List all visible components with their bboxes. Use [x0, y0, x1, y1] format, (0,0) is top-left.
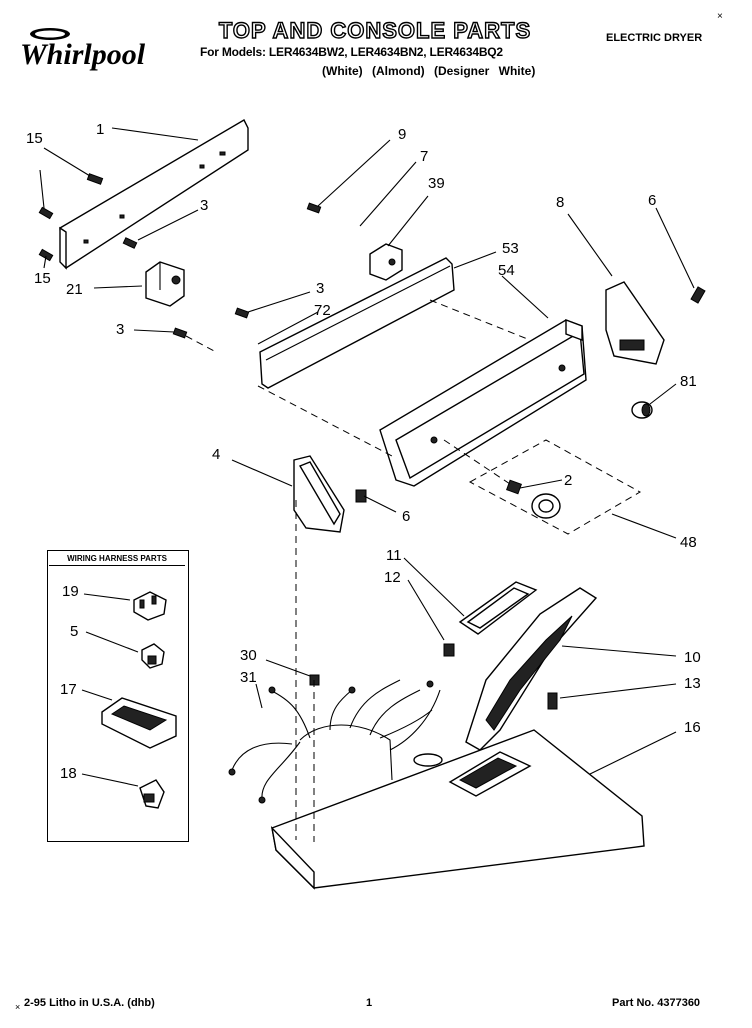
- harness-parts-title: WIRING HARNESS PARTS: [49, 552, 185, 566]
- callout-5: 5: [70, 623, 78, 640]
- page-title: TOP AND CONSOLE PARTS: [218, 17, 532, 43]
- litho-line: 2-95 Litho in U.S.A. (dhb): [24, 997, 155, 1009]
- product-type: ELECTRIC DRYER: [606, 32, 703, 44]
- top-cover-part: [465, 587, 598, 751]
- callout-54: 54: [498, 262, 515, 279]
- corner-mark: ×: [717, 11, 723, 22]
- harness-parts-box: [47, 550, 189, 842]
- callout-39: 39: [428, 175, 445, 192]
- screw-icons: [38, 173, 706, 710]
- whirlpool-logo: Whirlpool: [20, 28, 146, 71]
- console-part: [379, 318, 587, 487]
- cover-plate-part: [458, 581, 538, 635]
- callout-6-mid: 6: [402, 508, 410, 525]
- page-number: 1: [366, 997, 373, 1009]
- callout-17: 17: [60, 681, 77, 698]
- part-number: Part No. 4377360: [612, 997, 701, 1009]
- callout-16: 16: [684, 719, 701, 736]
- callout-15-top: 15: [26, 130, 43, 147]
- end-cap-part: [605, 281, 665, 365]
- callout-10: 10: [684, 649, 701, 666]
- timer-part: [145, 261, 185, 307]
- left-end-cap-part: [293, 455, 345, 533]
- callout-9: 9: [398, 126, 406, 143]
- callout-7: 7: [420, 148, 428, 165]
- wire-harness-part: [228, 679, 441, 804]
- callout-18: 18: [60, 765, 77, 782]
- models-line: For Models: LER4634BW2, LER4634BN2, LER4…: [200, 45, 503, 59]
- callout-3-c: 3: [116, 321, 124, 338]
- bushing-part: [631, 401, 653, 419]
- callout-2: 2: [564, 472, 572, 489]
- knob-part: [506, 479, 561, 519]
- leader-lines: [39, 127, 695, 775]
- callout-1: 1: [96, 121, 104, 138]
- callout-19: 19: [62, 583, 79, 600]
- callout-53: 53: [502, 240, 519, 257]
- callout-6-top: 6: [648, 192, 656, 209]
- callout-30: 30: [240, 647, 257, 664]
- harness-parts-inset: [81, 591, 177, 809]
- callout-72: 72: [314, 302, 331, 319]
- rear-panel-part: [59, 119, 249, 270]
- callout-21: 21: [66, 281, 83, 298]
- switch-part: [369, 243, 403, 281]
- callout-13: 13: [684, 675, 701, 692]
- footer-mark: ×: [15, 1002, 21, 1012]
- callout-3-b: 3: [316, 280, 324, 297]
- callout-11: 11: [386, 547, 402, 564]
- svg-text:Whirlpool: Whirlpool: [20, 38, 146, 71]
- callout-12: 12: [384, 569, 401, 586]
- callout-8: 8: [556, 194, 564, 211]
- callout-48: 48: [680, 534, 697, 551]
- callout-15-bottom: 15: [34, 270, 51, 287]
- alignment-lines: [185, 299, 531, 842]
- harness-outline: [468, 439, 642, 535]
- callout-31: 31: [240, 669, 257, 686]
- callout-numbers: 1 15 15 3 21 9 7 39 53 54 3 72 3 8 6 81 …: [26, 121, 701, 782]
- callout-4: 4: [212, 446, 220, 463]
- dryer-top-part: [270, 729, 645, 890]
- console-brace-part: [259, 257, 455, 389]
- callout-3-a: 3: [200, 197, 208, 214]
- callout-81: 81: [680, 373, 697, 390]
- colors-line: (White) (Almond) (Designer White): [322, 64, 536, 78]
